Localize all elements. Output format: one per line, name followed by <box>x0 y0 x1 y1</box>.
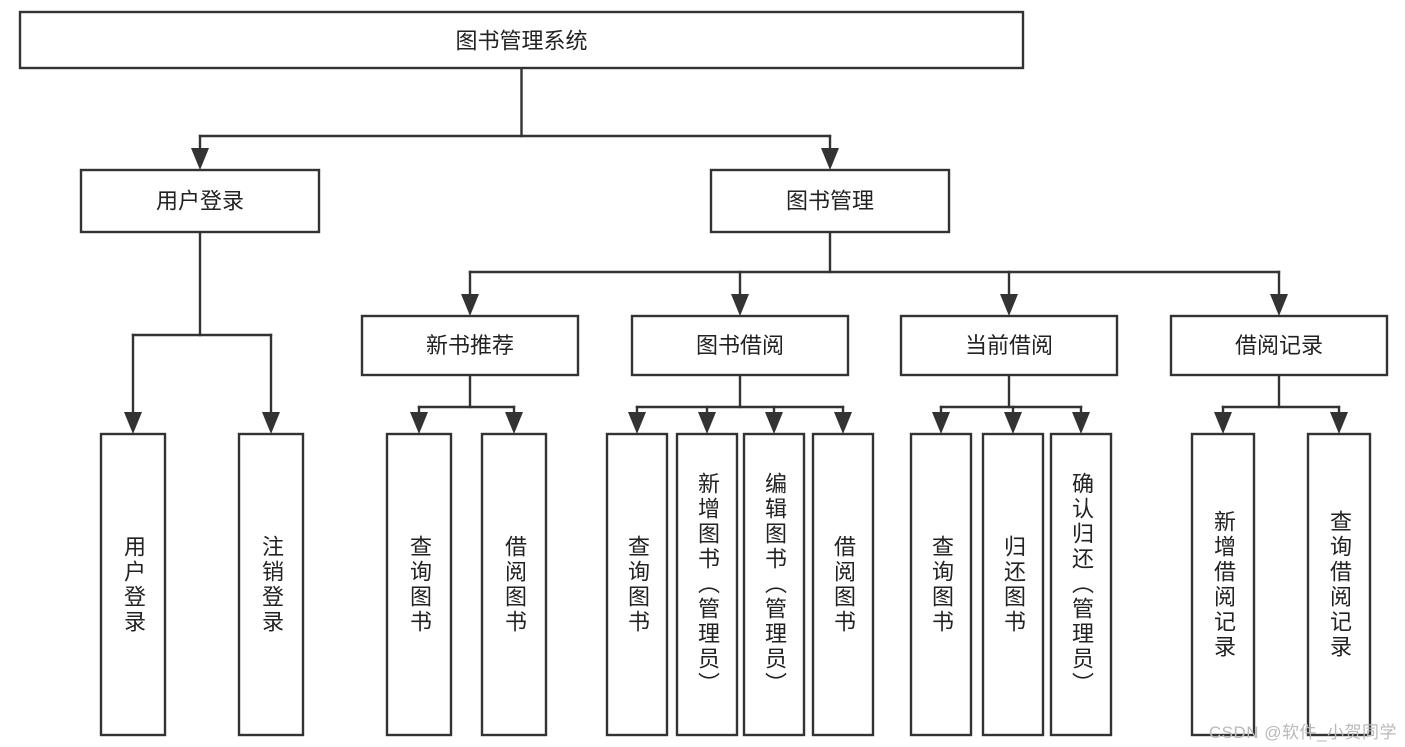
arrow-head-leaf-logout <box>262 412 280 434</box>
node-borrow-record[interactable]: 借阅记录 <box>1169 314 1389 377</box>
node-book-borrow-box[interactable] <box>630 314 850 377</box>
node-user-login-box[interactable] <box>79 168 321 234</box>
node-root-label: 图书管理系统 <box>455 29 587 54</box>
csdn-watermark: CSDN @软件_小贺同学 <box>1208 723 1397 742</box>
leaf-box-query-book-current[interactable] <box>909 432 973 737</box>
node-book-management-label: 图书管理 <box>786 189 874 214</box>
arrow-head-new-book-recommend <box>461 294 479 316</box>
node-user-login[interactable]: 用户登录 <box>79 168 321 234</box>
node-borrow-record-label: 借阅记录 <box>1235 333 1323 358</box>
leaf-box-query-book-rec[interactable] <box>385 432 453 737</box>
node-book-borrow[interactable]: 图书借阅 <box>630 314 850 377</box>
arrow-head-leaf-query-book-current <box>932 412 950 434</box>
node-root-box[interactable] <box>18 10 1025 70</box>
node-current-borrow-box[interactable] <box>899 314 1119 377</box>
node-borrow-record-box[interactable] <box>1169 314 1389 377</box>
leaf-box-query-book-borrow[interactable] <box>605 432 669 737</box>
leaf-box-return-book[interactable] <box>981 432 1045 737</box>
leaf-box-logout[interactable] <box>237 432 305 737</box>
leaf-box-layer[interactable] <box>99 432 1372 737</box>
arrow-head-borrow-record <box>1270 294 1288 316</box>
node-new-book-recommend-label: 新书推荐 <box>426 333 514 358</box>
arrow-head-leaf-return-book <box>1004 412 1022 434</box>
leaf-box-borrow-book-rec[interactable] <box>480 432 548 737</box>
node-current-borrow[interactable]: 当前借阅 <box>899 314 1119 377</box>
arrow-head-leaf-borrow-book-rec <box>505 412 523 434</box>
arrow-head-leaf-user-login <box>124 412 142 434</box>
node-book-management-box[interactable] <box>709 168 951 234</box>
node-book-management[interactable]: 图书管理 <box>709 168 951 234</box>
leaf-box-user-login[interactable] <box>99 432 167 737</box>
leaf-box-edit-book-admin[interactable] <box>742 432 806 737</box>
node-book-borrow-label: 图书借阅 <box>696 333 784 358</box>
leaf-box-confirm-return-admin[interactable] <box>1049 432 1113 737</box>
node-user-login-label: 用户登录 <box>156 189 244 214</box>
connector-layer <box>124 66 1348 434</box>
arrow-head-book-borrow <box>731 294 749 316</box>
node-root[interactable]: 图书管理系统 <box>18 10 1025 70</box>
arrow-head-leaf-query-book-borrow <box>628 412 646 434</box>
arrow-head-leaf-confirm-return-admin <box>1072 412 1090 434</box>
arrow-head-leaf-add-book-admin <box>698 412 716 434</box>
node-current-borrow-label: 当前借阅 <box>965 333 1053 358</box>
leaf-box-add-borrow-record[interactable] <box>1190 432 1256 737</box>
arrow-head-leaf-borrow-book-borrow <box>834 412 852 434</box>
arrow-head-userlogin <box>191 148 209 170</box>
leaf-box-query-borrow-record[interactable] <box>1306 432 1372 737</box>
arrow-head-current-borrow <box>1000 294 1018 316</box>
leaf-box-borrow-book-borrow[interactable] <box>811 432 875 737</box>
node-new-book-recommend[interactable]: 新书推荐 <box>360 314 580 377</box>
leaf-box-add-book-admin[interactable] <box>675 432 739 737</box>
arrow-head-bookmgmt <box>821 148 839 170</box>
arrow-head-leaf-add-borrow-record <box>1214 412 1232 434</box>
node-new-book-recommend-box[interactable] <box>360 314 580 377</box>
arrow-head-leaf-query-book-rec <box>410 412 428 434</box>
arrow-head-leaf-edit-book-admin <box>765 412 783 434</box>
arrow-head-leaf-query-borrow-record <box>1330 412 1348 434</box>
